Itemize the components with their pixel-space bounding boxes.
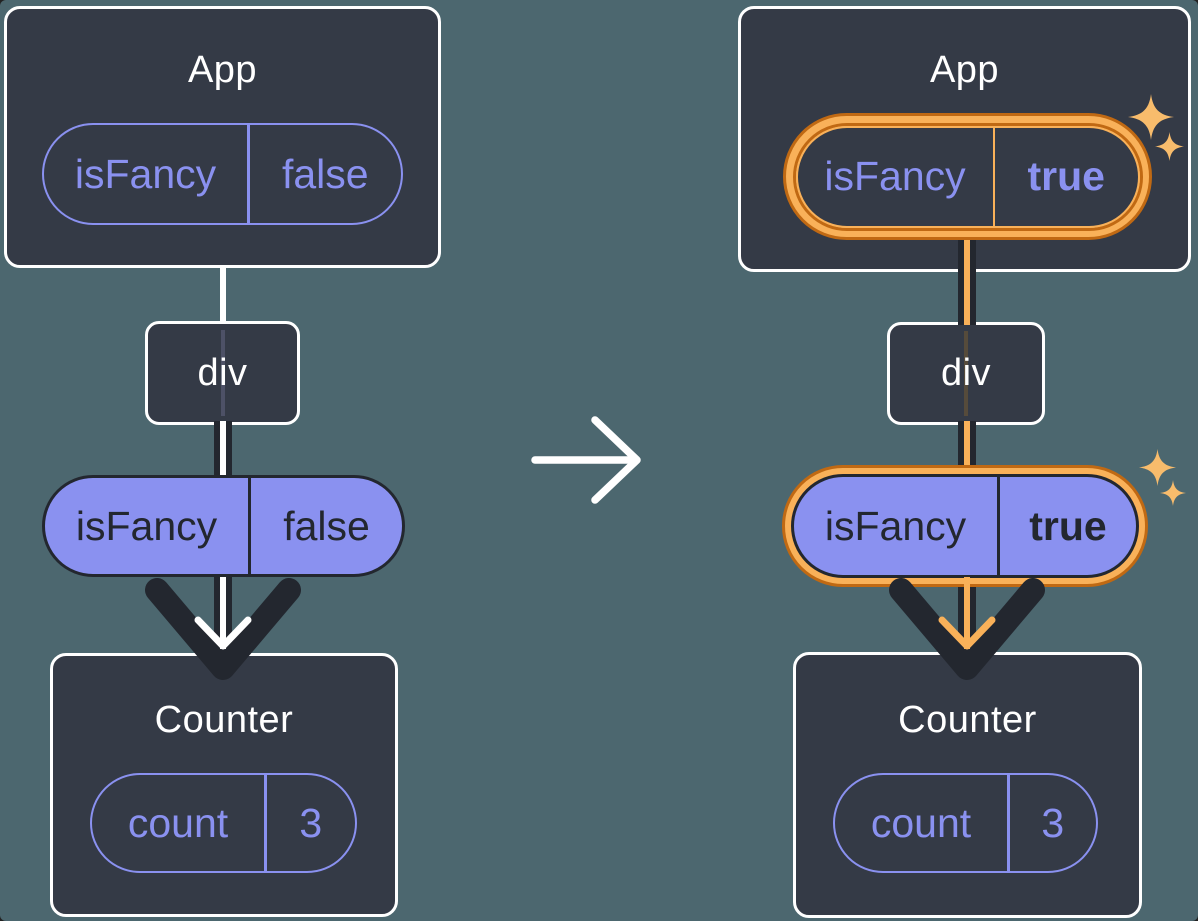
pill-divider [992,127,995,226]
state-value: false [281,150,369,197]
connector-line [220,421,226,478]
component-title: div [197,352,248,394]
arrowhead-icon [194,616,252,650]
state-value: 3 [1041,799,1065,846]
connector-line [220,577,226,649]
prop-value: false [283,502,370,549]
arrowhead-icon [938,616,996,650]
pill-divider [248,478,251,574]
state-pill: isFancy true [795,125,1140,228]
pill-divider [1007,775,1010,871]
down-arrow-icon [145,578,301,680]
sparkle-icon [1139,449,1176,486]
state-key: isFancy [74,150,217,197]
highlight-ring: isFancy true [783,113,1152,240]
prop-pill: isFancy false [42,475,405,577]
prop-value: true [1029,502,1107,549]
prop-pill: isFancy true [791,474,1139,578]
highlight-ring-inner: isFancy true [792,122,1143,231]
prop-key: isFancy [824,502,967,549]
component-title: Counter [898,699,1037,741]
pill-divider [997,477,1000,575]
connector-line [221,330,225,416]
state-pill: count 3 [90,773,357,873]
state-pill: count 3 [833,773,1098,873]
component-title: div [940,352,992,394]
pill-divider [247,125,250,223]
sparkle-icon [1128,94,1174,140]
sparkle-icon [1155,132,1184,161]
down-arrow-icon [889,578,1045,680]
component-title: Counter [154,699,294,741]
state-value: true [1027,153,1105,199]
connector-line [964,331,968,416]
connector-line [220,265,226,324]
connector-line [964,421,970,468]
highlight-ring: isFancy true [782,465,1148,587]
state-value: 3 [299,799,323,846]
component-title: App [929,49,1000,91]
prop-key: isFancy [75,502,218,549]
connector-line [964,236,970,325]
component-title: App [187,49,258,91]
state-pill: isFancy false [42,123,403,225]
pill-divider [264,775,267,871]
connector-line [964,577,970,649]
state-key: count [870,799,972,846]
right-arrow-icon [531,416,641,504]
state-key: count [127,799,229,846]
sparkle-icon [1160,480,1186,506]
state-key: isFancy [824,153,966,199]
